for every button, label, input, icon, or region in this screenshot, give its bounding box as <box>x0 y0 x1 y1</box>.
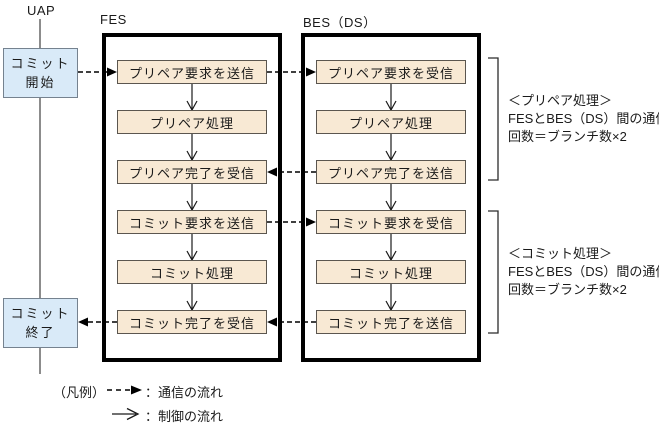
bes-step-commit-process: コミット処理 <box>316 260 466 284</box>
legend-control-arrow-icon <box>112 407 140 421</box>
commit-end-label-line2: 終了 <box>25 325 56 340</box>
commit-end-label-line1: コミット <box>10 306 71 321</box>
fes-step-send-prepare-request: プリペア要求を送信 <box>117 60 267 84</box>
communication-arrow <box>267 217 316 227</box>
communication-arrow <box>267 317 316 327</box>
fes-frame <box>102 33 282 362</box>
prepare-annotation-line1: FESとBES（DS）間の通信 <box>508 111 659 126</box>
legend-label: （凡例） <box>53 385 106 400</box>
commit-annotation-title: ＜コミット処理＞ <box>508 246 613 261</box>
prepare-bracket <box>488 57 499 181</box>
commit-bracket <box>488 210 499 334</box>
uap-label: UAP <box>27 3 56 18</box>
bes-step-send-prepare-complete: プリペア完了を送信 <box>316 160 466 184</box>
legend-control-label: ：制御の流れ <box>145 409 224 424</box>
communication-arrow <box>267 67 316 77</box>
bes-step-send-commit-complete: コミット完了を送信 <box>316 310 466 334</box>
communication-arrow <box>267 167 316 177</box>
bes-frame <box>301 33 481 362</box>
commit-annotation-line2: 回数＝ブランチ数×2 <box>508 282 627 297</box>
commit-end-box: コミット 終了 <box>3 298 78 348</box>
commit-start-label-line1: コミット <box>10 56 71 71</box>
commit-annotation: ＜コミット処理＞ FESとBES（DS）間の通信 回数＝ブランチ数×2 <box>508 245 659 299</box>
bes-step-prepare-process: プリペア処理 <box>316 110 466 134</box>
bes-step-receive-commit-request: コミット要求を受信 <box>316 210 466 234</box>
legend-communication-label: ：通信の流れ <box>145 385 224 400</box>
fes-step-receive-commit-complete: コミット完了を受信 <box>117 310 267 334</box>
legend-communication-arrow-icon <box>107 385 142 395</box>
commit-start-label-line2: 開始 <box>25 75 56 90</box>
prepare-annotation-line2: 回数＝ブランチ数×2 <box>508 129 627 144</box>
prepare-annotation-title: ＜プリペア処理＞ <box>508 93 613 108</box>
fes-label: FES <box>100 12 127 27</box>
commit-annotation-line1: FESとBES（DS）間の通信 <box>508 264 659 279</box>
bes-step-receive-prepare-request: プリペア要求を受信 <box>316 60 466 84</box>
bes-label: BES（DS） <box>303 15 377 30</box>
fes-step-send-commit-request: コミット要求を送信 <box>117 210 267 234</box>
commit-start-box: コミット 開始 <box>3 48 78 98</box>
prepare-annotation: ＜プリペア処理＞ FESとBES（DS）間の通信 回数＝ブランチ数×2 <box>508 92 659 146</box>
fes-step-prepare-process: プリペア処理 <box>117 110 267 134</box>
fes-step-receive-prepare-complete: プリペア完了を受信 <box>117 160 267 184</box>
fes-step-commit-process: コミット処理 <box>117 260 267 284</box>
communication-arrow <box>78 317 117 327</box>
